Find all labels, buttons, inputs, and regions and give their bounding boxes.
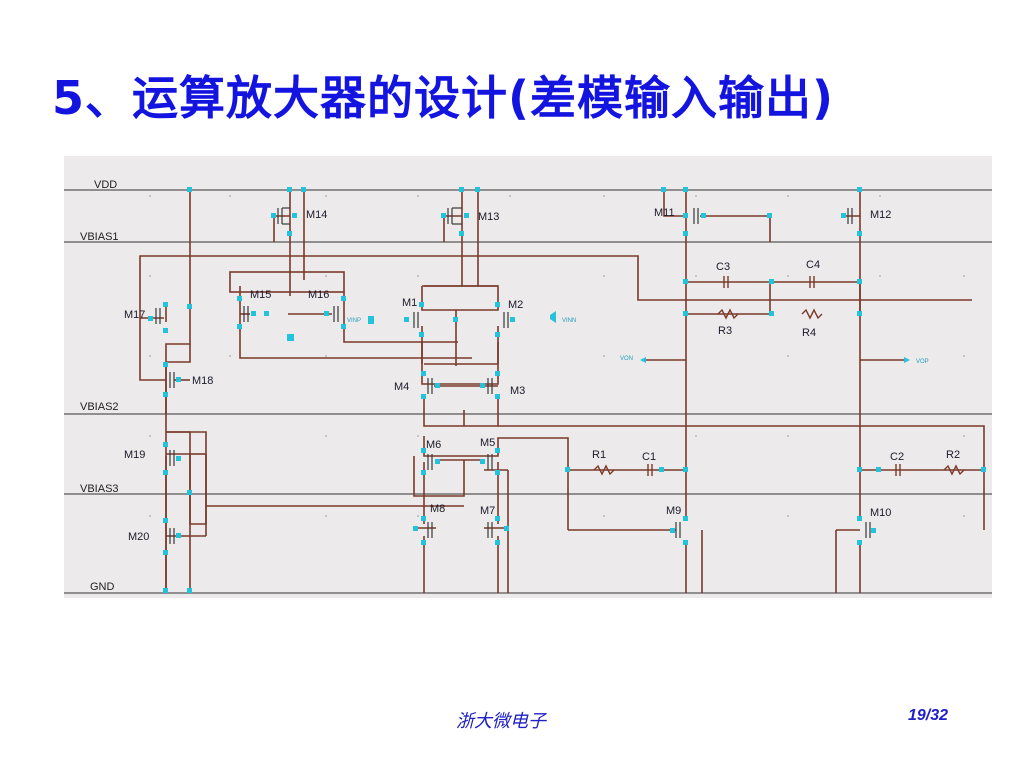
label-r1: R1 xyxy=(592,449,606,461)
label-m16: M16 xyxy=(308,289,329,301)
label-m11: M11 xyxy=(654,207,675,219)
transistor-symbols xyxy=(155,207,871,544)
label-c4: C4 xyxy=(806,259,820,271)
label-m13: M13 xyxy=(478,211,499,223)
label-c2: C2 xyxy=(890,451,904,463)
schematic-canvas: VDD VBIAS1 VBIAS2 VBIAS3 GND xyxy=(64,156,992,598)
label-c3: C3 xyxy=(716,261,730,273)
passives xyxy=(593,276,965,476)
label-m17: M17 xyxy=(124,309,145,321)
capacitor-c4 xyxy=(809,276,815,288)
transistor-m14 xyxy=(277,207,290,225)
label-m12: M12 xyxy=(870,209,891,221)
label-c1: C1 xyxy=(642,451,656,463)
wires xyxy=(139,190,985,593)
label-r3: R3 xyxy=(718,325,732,337)
label-m1: M1 xyxy=(402,297,417,309)
port-label-vinn: VINN xyxy=(562,318,576,324)
label-m3: M3 xyxy=(510,385,525,397)
page-number: 19/32 xyxy=(908,707,949,724)
transistor-m12 xyxy=(847,208,853,224)
rail-label-vbias2: VBIAS2 xyxy=(80,401,119,413)
label-m14: M14 xyxy=(306,209,327,221)
transistor-m3 xyxy=(487,378,493,394)
transistor-m2 xyxy=(503,312,509,328)
transistor-m19 xyxy=(169,450,175,466)
footer-organization: 浙大微电子 xyxy=(456,711,546,732)
rail-label-vdd: VDD xyxy=(94,179,117,191)
label-m2: M2 xyxy=(508,299,523,311)
transistor-m5 xyxy=(487,454,493,470)
resistor-r4 xyxy=(801,308,823,320)
label-m8: M8 xyxy=(430,503,445,515)
label-m18: M18 xyxy=(192,375,213,387)
resistor-r2 xyxy=(943,464,965,476)
rail-label-vbias3: VBIAS3 xyxy=(80,483,119,495)
pins xyxy=(148,187,986,593)
label-m19: M19 xyxy=(124,449,145,461)
transistor-m9 xyxy=(675,522,681,538)
label-m20: M20 xyxy=(128,531,149,543)
rails xyxy=(64,189,992,594)
transistor-m16 xyxy=(333,306,339,322)
label-r4: R4 xyxy=(802,327,816,339)
transistor-m1 xyxy=(413,312,419,328)
capacitor-c1 xyxy=(647,464,653,476)
label-r2: R2 xyxy=(946,449,960,461)
port-label-von: VON xyxy=(620,356,633,362)
transistor-m4 xyxy=(427,378,433,394)
label-m7: M7 xyxy=(480,505,495,517)
transistor-m13 xyxy=(447,207,462,225)
port-label-vinp: VINP xyxy=(347,318,361,324)
schematic-diagram: VDD VBIAS1 VBIAS2 VBIAS3 GND xyxy=(64,179,992,594)
slide-title: 5、运算放大器的设计(差模输入输出) xyxy=(52,71,835,125)
transistor-m6 xyxy=(427,454,433,470)
capacitor-c3 xyxy=(723,276,729,288)
port-label-vop: VOP xyxy=(916,359,929,365)
label-m6: M6 xyxy=(426,439,441,451)
resistor-r1 xyxy=(593,464,615,476)
rail-label-vbias1: VBIAS1 xyxy=(80,231,119,243)
transistor-m10 xyxy=(865,522,871,538)
transistor-m7 xyxy=(487,522,493,538)
label-m9: M9 xyxy=(666,505,681,517)
transistor-m17 xyxy=(155,308,161,324)
label-m5: M5 xyxy=(480,437,495,449)
label-m4: M4 xyxy=(394,381,409,393)
transistor-m20 xyxy=(169,528,175,544)
transistor-m15 xyxy=(243,306,249,322)
label-m15: M15 xyxy=(250,289,271,301)
resistor-r3 xyxy=(717,308,739,320)
rail-label-gnd: GND xyxy=(90,581,115,593)
label-m10: M10 xyxy=(870,507,891,519)
transistor-m18 xyxy=(169,372,175,388)
transistor-m8 xyxy=(427,522,433,538)
capacitor-c2 xyxy=(895,464,901,476)
transistor-m11 xyxy=(693,208,699,224)
